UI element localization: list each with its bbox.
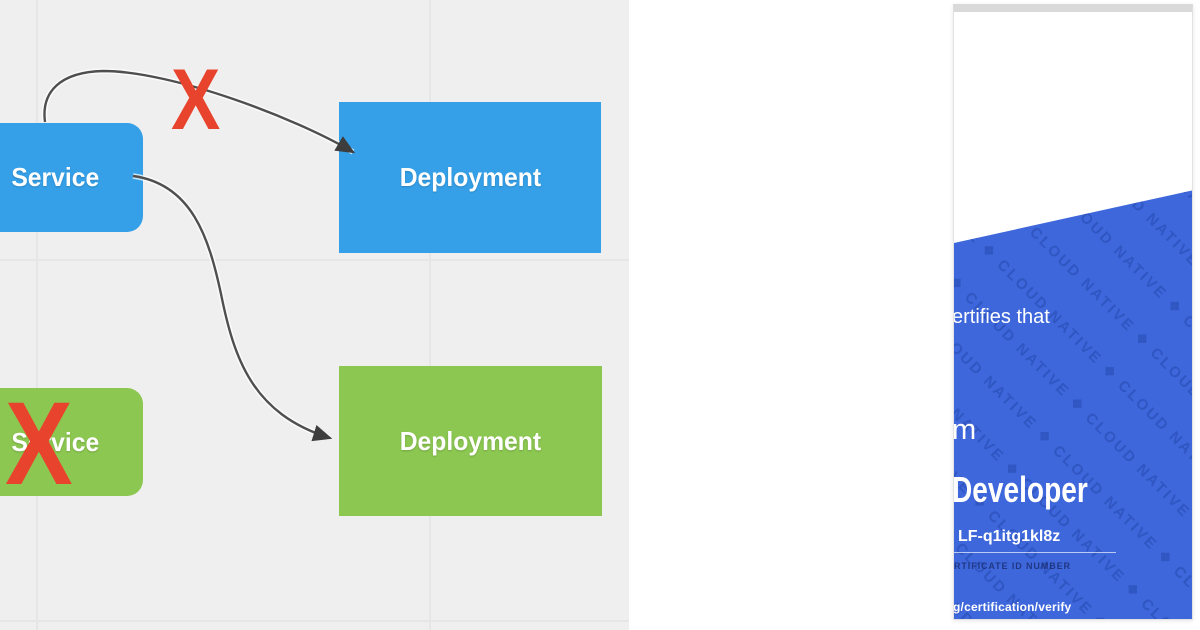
cross-out-icon-top: X	[171, 52, 221, 148]
certificate-id-label: RTIFICATE ID NUMBER	[954, 561, 1071, 571]
gridline-horizontal-top	[0, 259, 629, 261]
node-service-green: Service	[0, 388, 143, 496]
edge-service-to-green-casing	[132, 173, 331, 441]
kubernetes-diagram: Service Deployment Service Deployment X …	[0, 0, 629, 630]
edge-service-to-green-deployment	[132, 174, 333, 442]
certificate-clip: ❖ CLOUD NATIVE ❖ CLOUD NATIVE ❖ CLOUD NA…	[954, 12, 1192, 619]
ckad-certificate-card: ❖ CLOUD NATIVE ❖ CLOUD NATIVE ❖ CLOUD NA…	[953, 4, 1193, 620]
verification-url-fragment: g/certification/verify	[954, 600, 1072, 614]
node-deployment-green-label: Deployment	[399, 425, 542, 456]
node-deployment-blue-label: Deployment	[399, 162, 541, 192]
certificate-id-underline	[954, 552, 1116, 553]
node-deployment-blue: Deployment	[339, 102, 601, 253]
gridline-vertical-left	[36, 0, 38, 630]
certificate-id-value: LF-q1itg1kl8z	[958, 528, 1061, 545]
gridline-vertical-right	[429, 0, 431, 630]
node-service-blue-label: Service	[11, 162, 100, 192]
node-service-blue: Service	[0, 123, 143, 232]
recipient-name-fragment: m	[954, 414, 977, 446]
node-deployment-green: Deployment	[339, 366, 602, 516]
gridline-horizontal-bottom	[0, 620, 629, 622]
certificate-blue-wedge: ❖ CLOUD NATIVE ❖ CLOUD NATIVE ❖ CLOUD NA…	[954, 190, 1192, 619]
edge-service-to-blue-deployment	[43, 69, 356, 154]
cross-out-icon-bottom: X	[5, 378, 73, 510]
node-service-green-label: Service	[11, 426, 100, 457]
connector-arrows	[41, 68, 356, 442]
certifies-that-text: ertifies that	[954, 306, 1050, 328]
certification-title-fragment: Developer	[954, 469, 1088, 510]
